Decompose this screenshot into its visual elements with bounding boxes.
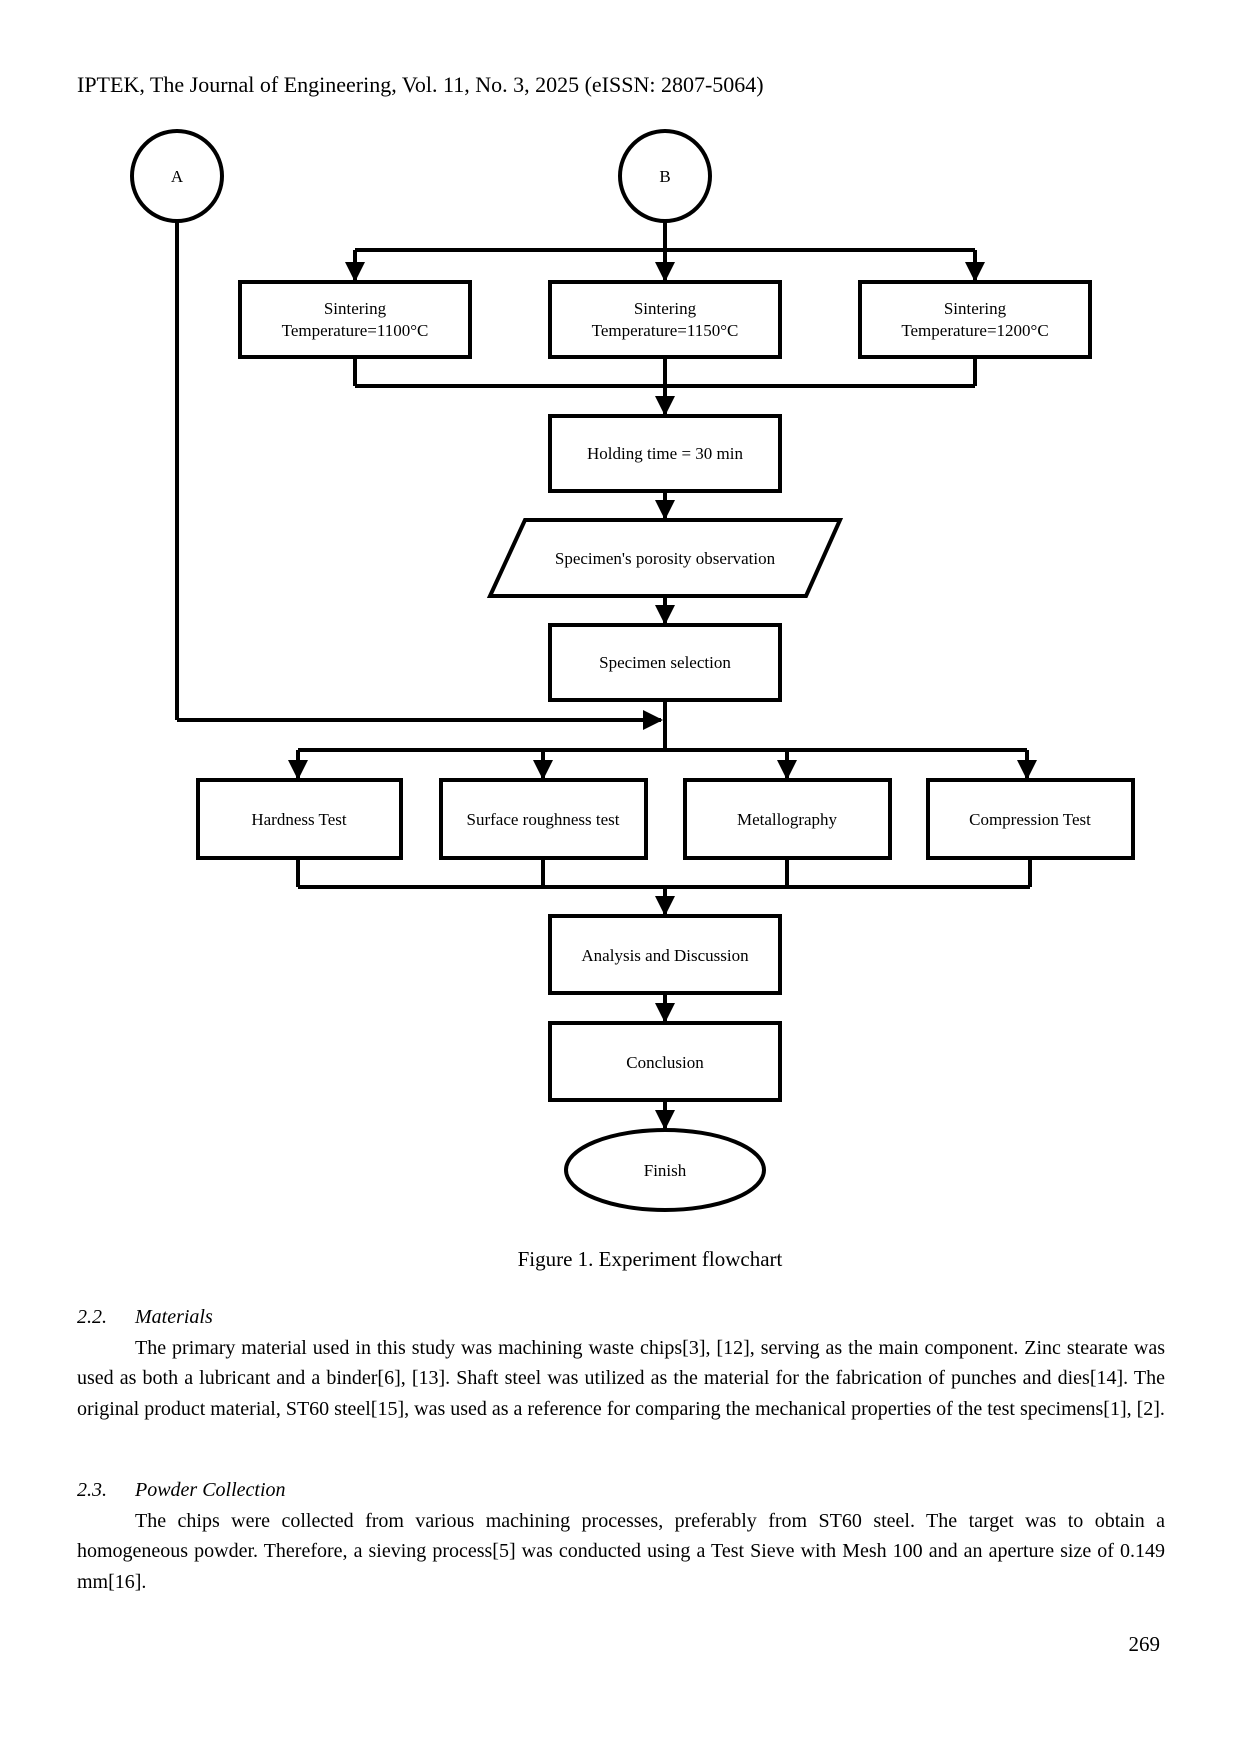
running-header: IPTEK, The Journal of Engineering, Vol. … (77, 72, 764, 97)
finish-label: Finish (644, 1161, 687, 1180)
surface-roughness-test-box (439, 778, 648, 860)
sintering-1100-label: Sintering (324, 299, 387, 318)
sintering-1150-label: Sintering (634, 299, 697, 318)
specimen-selection-label: Specimen selection (599, 653, 731, 672)
section-powder-collection: 2.3. Powder Collection The chips were col… (77, 1475, 1165, 1597)
porosity-observation-label: Specimen's porosity observation (555, 549, 776, 568)
metallography-label: Metallography (737, 810, 838, 829)
specimen-selection-box (548, 623, 782, 702)
conclusion-label: Conclusion (626, 1053, 704, 1072)
section-paragraph: The primary material used in this study … (77, 1336, 1165, 1420)
surface-roughness-test-label: Surface roughness test (467, 810, 620, 829)
section-paragraph: The chips were collected from various ma… (77, 1509, 1165, 1593)
compression-test-label: Compression Test (969, 810, 1091, 829)
section-title: Powder Collection (135, 1479, 286, 1501)
section-heading: 2.2. Materials (77, 1302, 1165, 1333)
page-number: 269 (1128, 1632, 1161, 1656)
sintering-1200-box (858, 280, 1092, 359)
connector-b-label: B (659, 167, 670, 186)
sintering-1150-temp: Temperature=1150°C (592, 321, 739, 340)
experiment-flowchart: A B Sintering Temperature=1100°C Sinteri… (130, 129, 1135, 1212)
sintering-1150-box (548, 280, 782, 359)
hardness-test-label: Hardness Test (251, 810, 347, 829)
porosity-observation-shape (486, 518, 844, 598)
conclusion-box (548, 1021, 782, 1102)
metallography-box (683, 778, 892, 860)
finish-terminator (564, 1128, 766, 1212)
holding-time-label: Holding time = 30 min (587, 444, 743, 463)
figure-caption: Figure 1. Experiment flowchart (517, 1247, 783, 1271)
sintering-1100-box (238, 280, 472, 359)
section-heading: 2.3. Powder Collection (77, 1475, 1165, 1506)
sintering-1100-temp: Temperature=1100°C (282, 321, 429, 340)
section-number: 2.2. (77, 1306, 107, 1328)
section-number: 2.3. (77, 1479, 107, 1501)
analysis-discussion-box (548, 914, 782, 995)
sintering-1200-temp: Temperature=1200°C (901, 321, 1048, 340)
section-materials: 2.2. Materials The primary material used … (77, 1302, 1165, 1424)
sintering-1200-label: Sintering (944, 299, 1007, 318)
section-title: Materials (135, 1306, 213, 1328)
connector-a-label: A (171, 167, 184, 186)
analysis-discussion-label: Analysis and Discussion (581, 946, 749, 965)
